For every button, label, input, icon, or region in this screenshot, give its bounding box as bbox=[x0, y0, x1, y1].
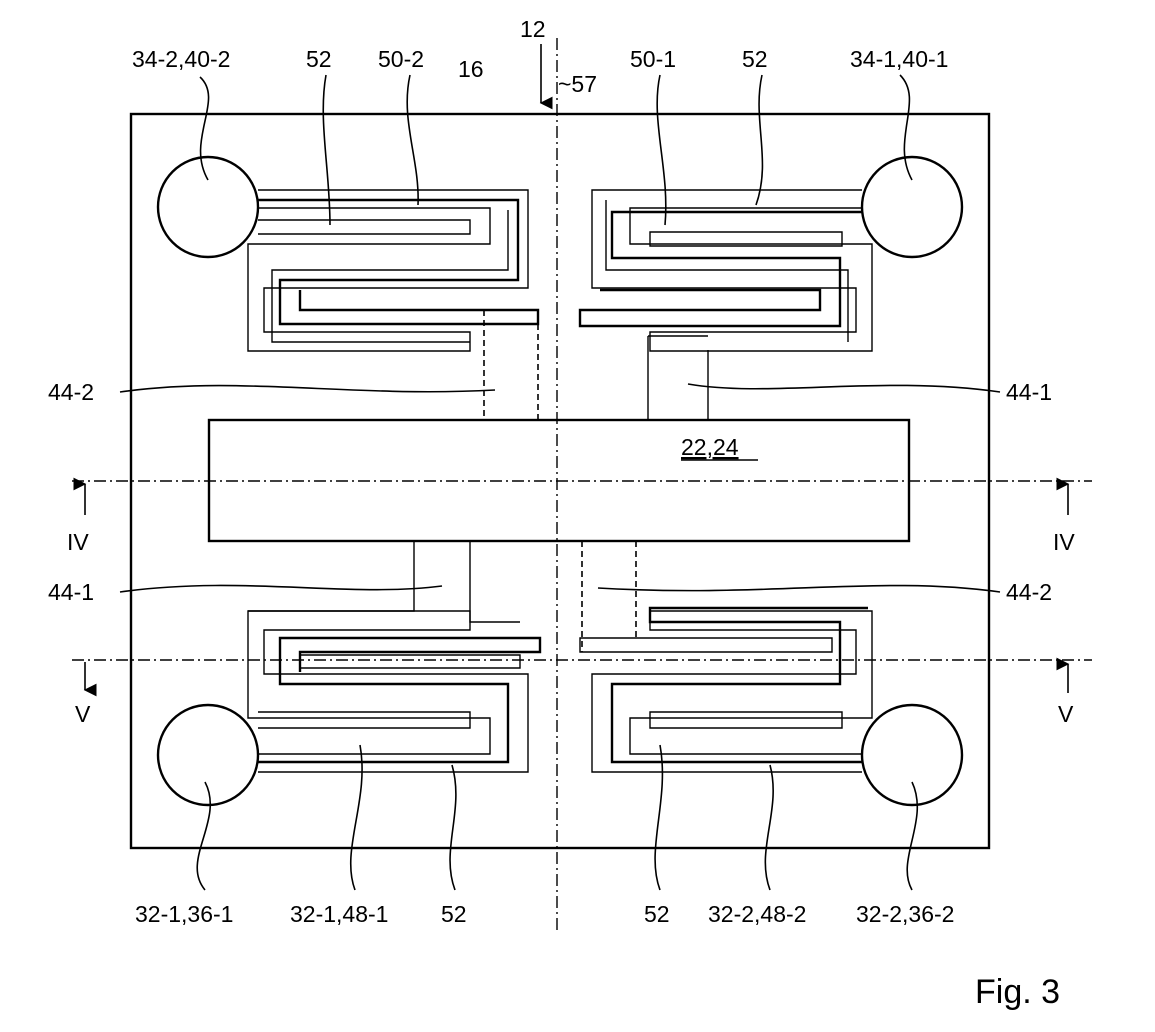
label-ref-16: 16 bbox=[458, 56, 484, 82]
pad-bottom-right bbox=[862, 705, 962, 805]
meander-bottom-left bbox=[248, 611, 540, 772]
label-section-v-right: V bbox=[1058, 701, 1074, 727]
label-pad-top-left: 34-2,40-2 bbox=[132, 46, 230, 72]
label-beam-44-2-left: 44-2 bbox=[48, 379, 94, 405]
label-pad-bottom-left: 32-1,36-1 bbox=[135, 901, 233, 927]
label-meander-top-right-52: 52 bbox=[742, 46, 768, 72]
label-meander-top-right-ref: 50-1 bbox=[630, 46, 676, 72]
beam-44-2-top bbox=[484, 310, 538, 420]
label-pad-top-right: 34-1,40-1 bbox=[850, 46, 948, 72]
beam-44-1-top bbox=[648, 336, 708, 420]
label-ref-12: 12 bbox=[520, 16, 546, 42]
label-section-iv-left: IV bbox=[67, 529, 89, 555]
meander-top-right bbox=[580, 190, 872, 351]
label-ref-57: ~57 bbox=[558, 71, 597, 97]
leader-lines bbox=[120, 75, 1000, 890]
label-section-v-left: V bbox=[75, 701, 91, 727]
figure-label: Fig. 3 bbox=[975, 973, 1060, 1011]
label-meander-bottom-right-ref: 32-2,48-2 bbox=[708, 901, 806, 927]
label-meander-top-left-ref: 50-2 bbox=[378, 46, 424, 72]
label-beam-44-1-left: 44-1 bbox=[48, 579, 94, 605]
meander-bottom-right bbox=[580, 608, 872, 772]
label-pad-bottom-right: 32-2,36-2 bbox=[856, 901, 954, 927]
label-beam-44-2-right: 44-2 bbox=[1006, 579, 1052, 605]
pad-top-right bbox=[862, 157, 962, 257]
beam-44-1-bottom bbox=[248, 541, 520, 622]
label-meander-bottom-left-52: 52 bbox=[441, 901, 467, 927]
label-meander-top-left-52: 52 bbox=[306, 46, 332, 72]
label-beam-44-1-right: 44-1 bbox=[1006, 379, 1052, 405]
pad-top-left bbox=[158, 157, 258, 257]
label-mass: 22,24 bbox=[681, 434, 739, 460]
meander-top-left bbox=[248, 190, 538, 351]
label-meander-bottom-left-ref: 32-1,48-1 bbox=[290, 901, 388, 927]
label-section-iv-right: IV bbox=[1053, 529, 1075, 555]
label-meander-bottom-right-52: 52 bbox=[644, 901, 670, 927]
beam-44-2-bottom bbox=[582, 541, 636, 652]
